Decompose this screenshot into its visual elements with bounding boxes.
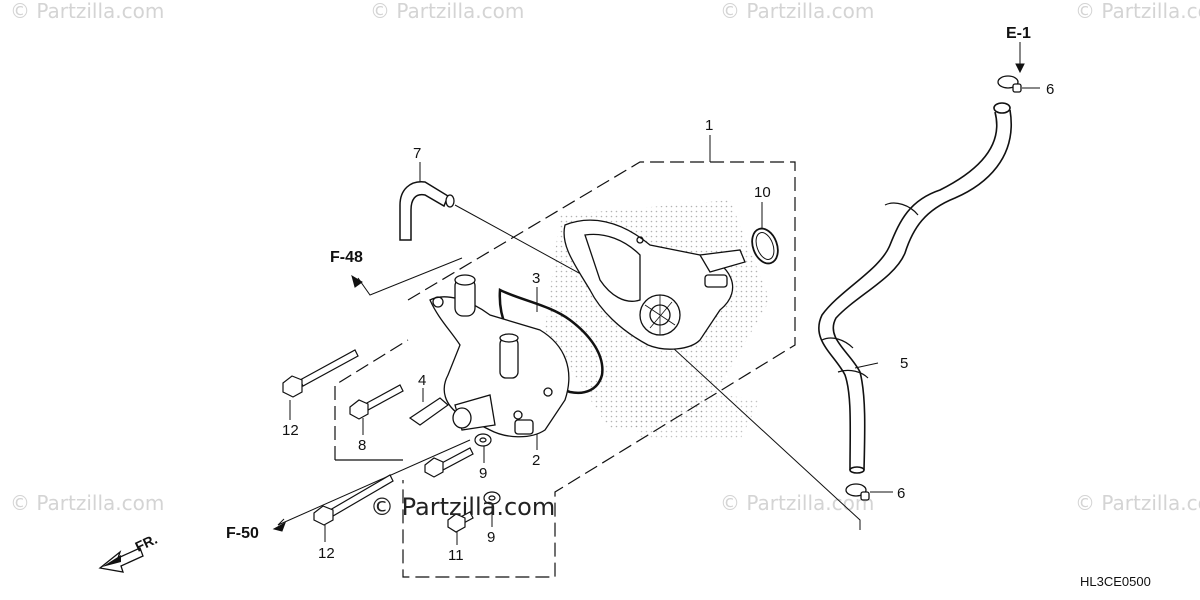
hose-clamp-upper — [997, 75, 1022, 93]
front-arrow: FR. — [98, 531, 160, 573]
hose-clamp-lower — [845, 483, 870, 501]
o-ring — [751, 227, 779, 265]
callout-6-lower: 6 — [897, 485, 905, 502]
callout-5: 5 — [900, 355, 908, 372]
callout-9-upper: 9 — [479, 465, 487, 482]
diagram-code: HL3CE0500 — [1080, 574, 1151, 589]
water-pump — [563, 219, 746, 350]
flange-bolt-small — [447, 511, 474, 533]
callout-8: 8 — [358, 437, 366, 454]
callout-9-lower: 9 — [487, 529, 495, 546]
reference-f50: F-50 — [226, 525, 259, 542]
watermark: © Partzilla.com — [1075, 0, 1200, 23]
front-label: FR. — [133, 531, 160, 555]
watermark-center: © Partzilla.com — [370, 493, 555, 521]
washer-lower — [483, 491, 501, 505]
bypass-hose — [399, 181, 449, 241]
callout-1: 1 — [705, 117, 713, 134]
callout-12-upper: 12 — [282, 422, 299, 439]
watermark-layer: © Partzilla.com © Partzilla.com © Partzi… — [10, 0, 1200, 515]
flange-bolt-long-lower — [313, 474, 394, 526]
watermark: © Partzilla.com — [1075, 491, 1200, 515]
assembly-boundary — [334, 161, 796, 578]
reference-e1: E-1 — [1006, 25, 1031, 42]
callout-10: 10 — [754, 184, 771, 201]
watermark: © Partzilla.com — [10, 491, 164, 515]
reference-arrows — [272, 42, 1025, 532]
callout-12-lower: 12 — [318, 545, 335, 562]
watermark: © Partzilla.com — [720, 0, 874, 23]
watermark: © Partzilla.com — [370, 0, 524, 23]
callout-7: 7 — [413, 145, 421, 162]
reference-f48: F-48 — [330, 249, 363, 266]
water-hose — [818, 102, 1012, 474]
callout-6-upper: 6 — [1046, 81, 1054, 98]
pump-cover-housing — [429, 274, 570, 438]
callout-3: 3 — [532, 270, 540, 287]
flange-bolt-short — [349, 384, 404, 420]
bypass-hose-end — [445, 194, 455, 208]
callout-2: 2 — [532, 452, 540, 469]
clip-plate — [408, 397, 449, 426]
watermark: © Partzilla.com — [10, 0, 164, 23]
flange-bolt-long-upper — [282, 349, 359, 398]
watermark: © Partzilla.com — [720, 491, 874, 515]
leader-lines — [277, 87, 1040, 545]
callout-11: 11 — [448, 547, 464, 564]
washer-upper — [474, 433, 492, 447]
callout-4: 4 — [418, 372, 426, 389]
flange-bolt-mid — [424, 447, 474, 478]
